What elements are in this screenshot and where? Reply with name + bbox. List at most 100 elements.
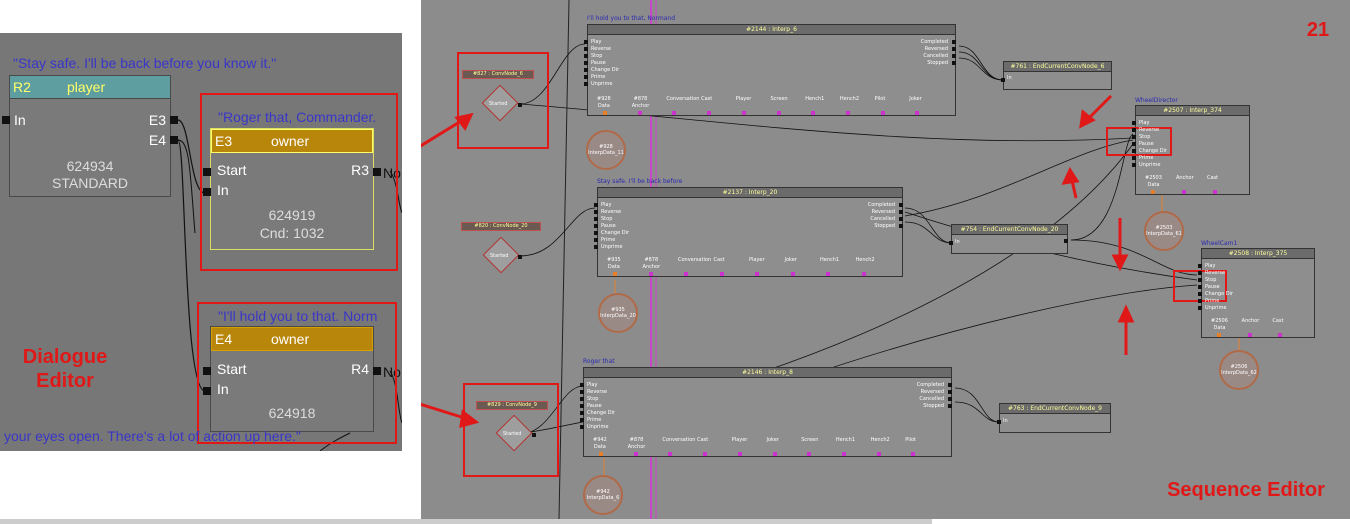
- interp_c-var-pin-9[interactable]: [911, 452, 916, 456]
- interp-data-6-circle[interactable]: #942 InterpData_6: [583, 475, 623, 515]
- interp_a-var-pin-3[interactable]: [707, 111, 712, 115]
- end-conv-node-9-in-pin[interactable]: [997, 420, 1001, 424]
- interp_c-output-pin-1[interactable]: [948, 390, 952, 394]
- interp_b-output-pin-2[interactable]: [899, 217, 903, 221]
- interp_c-input-pin-3[interactable]: [580, 404, 584, 408]
- end-conv-node-6[interactable]: #761 : EndCurrentConvNode_6 In: [1003, 61, 1112, 90]
- interp_c-output-pin-2[interactable]: [948, 397, 952, 401]
- interp_a-input-pin-0[interactable]: [584, 40, 588, 44]
- interp_a-output-pin-0[interactable]: [952, 40, 956, 44]
- wheel_cam-input-pin-5[interactable]: [1198, 299, 1202, 303]
- wheel_director-var-pin-0[interactable]: [1151, 190, 1155, 194]
- dialogue-node-e4[interactable]: E4 owner Start In R4 624918: [210, 326, 374, 432]
- conv-node-20-out-pin[interactable]: [518, 255, 522, 259]
- interp_c-output-pin-3[interactable]: [948, 404, 952, 408]
- interp_b-input-pin-6[interactable]: [594, 245, 598, 249]
- interp_a-var-pin-4[interactable]: [741, 111, 746, 115]
- interp_c-output-pin-0[interactable]: [948, 383, 952, 387]
- interp_b-var-pin-4[interactable]: [755, 272, 759, 276]
- wheel_cam-input-pin-0[interactable]: [1198, 264, 1202, 268]
- wheel_director-var-pin-1[interactable]: [1182, 190, 1186, 194]
- interp_c-input-pin-4[interactable]: [580, 411, 584, 415]
- interp_a-var-pin-7[interactable]: [845, 111, 850, 115]
- wheel_cam-input-pin-3[interactable]: [1198, 285, 1202, 289]
- interp_a-var-pin-0[interactable]: [603, 111, 607, 115]
- wheel_director-input-pin-5[interactable]: [1132, 156, 1136, 160]
- interp_a-var-pin-8[interactable]: [880, 111, 885, 115]
- interp_c-var-pin-8[interactable]: [876, 452, 881, 456]
- interp_a-input-pin-6[interactable]: [584, 82, 588, 86]
- wheel_cam-input-pin-6[interactable]: [1198, 306, 1202, 310]
- wheel_cam-input-pin-2[interactable]: [1198, 278, 1202, 282]
- interp_b-input-pin-2[interactable]: [594, 217, 598, 221]
- interp-8-node[interactable]: #2146 : Interp_8: [583, 367, 952, 457]
- end-conv-node-6-in-pin[interactable]: [1001, 78, 1005, 82]
- interp_b-var-pin-7[interactable]: [861, 272, 866, 276]
- interp_c-var-pin-7[interactable]: [841, 452, 846, 456]
- wheel_cam-input-pin-4[interactable]: [1198, 292, 1202, 296]
- wheel_cam-var-pin-0[interactable]: [1217, 333, 1221, 337]
- wheel_director-input-pin-6[interactable]: [1132, 163, 1136, 167]
- wheel_cam-input-pin-1[interactable]: [1198, 271, 1202, 275]
- conv-node-6-out-pin[interactable]: [518, 103, 522, 107]
- interp_b-input-pin-5[interactable]: [594, 238, 598, 242]
- interp_c-var-pin-1[interactable]: [633, 452, 638, 456]
- wheel_director-input-pin-3[interactable]: [1132, 142, 1136, 146]
- interp-data-20-circle[interactable]: #935 InterpData_20: [598, 293, 638, 333]
- interp_a-input-pin-4[interactable]: [584, 68, 588, 72]
- interp_b-input-pin-0[interactable]: [594, 203, 598, 207]
- wheel_director-input-pin-2[interactable]: [1132, 135, 1136, 139]
- conv-node-6-title[interactable]: #827 : ConvNode_6: [462, 70, 534, 79]
- output-pin-e3[interactable]: [170, 116, 178, 124]
- interp_a-var-pin-9[interactable]: [915, 111, 920, 115]
- wheel_director-input-pin-4[interactable]: [1132, 149, 1136, 153]
- interp_b-var-pin-0[interactable]: [613, 272, 617, 276]
- interp_b-output-pin-3[interactable]: [899, 224, 903, 228]
- end-conv-node-9[interactable]: #763 : EndCurrentConvNode_9 In: [999, 403, 1111, 433]
- output-pin-e4[interactable]: [170, 136, 178, 144]
- interp_a-var-pin-6[interactable]: [811, 111, 816, 115]
- interp_b-input-pin-4[interactable]: [594, 231, 598, 235]
- interp_a-var-pin-2[interactable]: [672, 111, 677, 115]
- wheel_cam-var-pin-1[interactable]: [1247, 333, 1252, 337]
- interp_a-var-pin-5[interactable]: [776, 111, 781, 115]
- interp_c-input-pin-1[interactable]: [580, 390, 584, 394]
- interp_b-var-pin-3[interactable]: [719, 272, 724, 276]
- interp_c-var-pin-5[interactable]: [772, 452, 777, 456]
- output-pin[interactable]: [373, 168, 381, 176]
- interp_b-input-pin-1[interactable]: [594, 210, 598, 214]
- interp_a-input-pin-5[interactable]: [584, 75, 588, 79]
- interp-data-62-circle[interactable]: #2506 InterpData_62: [1219, 350, 1259, 390]
- interp_a-input-pin-2[interactable]: [584, 54, 588, 58]
- interp_c-var-pin-3[interactable]: [703, 452, 708, 456]
- interp_b-var-pin-6[interactable]: [826, 272, 830, 276]
- conv-node-9-title[interactable]: #829 : ConvNode_9: [476, 401, 548, 410]
- interp_b-var-pin-1[interactable]: [648, 272, 653, 276]
- interp_c-input-pin-5[interactable]: [580, 418, 584, 422]
- interp_c-var-pin-6[interactable]: [807, 452, 812, 456]
- end-conv-node-20[interactable]: #754 : EndCurrentConvNode_20 In: [951, 224, 1068, 254]
- input-pin[interactable]: [203, 387, 211, 395]
- interp_a-output-pin-3[interactable]: [952, 61, 956, 65]
- start-pin[interactable]: [203, 367, 211, 375]
- wheel-cam-node[interactable]: #2508 : Interp_375: [1201, 248, 1315, 338]
- interp_b-output-pin-1[interactable]: [899, 210, 903, 214]
- interp-6-node[interactable]: #2144 : Interp_6: [587, 24, 956, 116]
- interp_a-output-pin-1[interactable]: [952, 47, 956, 51]
- wheel_director-var-pin-2[interactable]: [1213, 190, 1217, 194]
- interp_b-var-pin-2[interactable]: [684, 272, 688, 276]
- interp_c-var-pin-0[interactable]: [599, 452, 603, 456]
- interp-20-node[interactable]: #2137 : Interp_20: [597, 187, 903, 277]
- conv-node-20-title[interactable]: #820 : ConvNode_20: [461, 222, 541, 231]
- interp_b-output-pin-0[interactable]: [899, 203, 903, 207]
- wheel_director-input-pin-1[interactable]: [1132, 128, 1136, 132]
- interp_c-var-pin-4[interactable]: [737, 452, 742, 456]
- output-pin[interactable]: [373, 367, 381, 375]
- interp_c-var-pin-2[interactable]: [668, 452, 673, 456]
- wheel_director-input-pin-0[interactable]: [1132, 121, 1136, 125]
- interp-data-61-circle[interactable]: #2503 InterpData_61: [1144, 211, 1184, 251]
- interp_c-input-pin-6[interactable]: [580, 425, 584, 429]
- interp_c-input-pin-2[interactable]: [580, 397, 584, 401]
- input-pin[interactable]: [203, 188, 211, 196]
- conv-node-9-out-pin[interactable]: [532, 433, 536, 437]
